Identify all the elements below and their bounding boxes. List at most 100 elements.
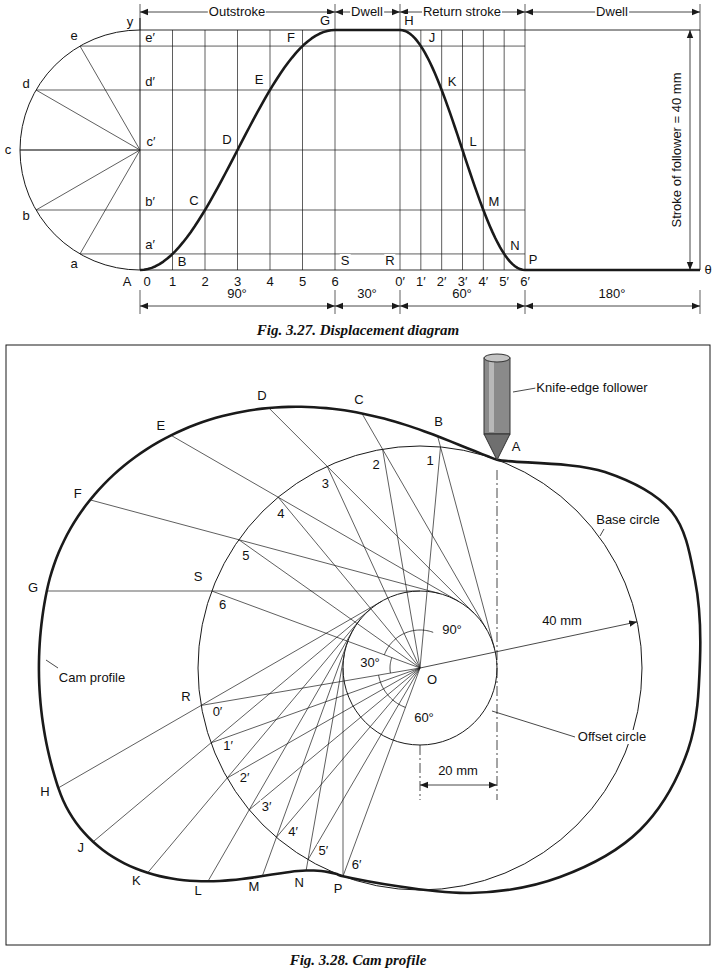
extension-line: [335, 4, 336, 30]
cam-profile-drawing: [6, 345, 710, 945]
division-number: 5′: [498, 275, 510, 289]
phase-label: Dwell: [595, 5, 629, 19]
point-label: C: [188, 194, 199, 208]
leader-line: [513, 388, 536, 392]
extension-line: [335, 290, 336, 314]
point-label: d′: [144, 75, 156, 89]
figure-caption: Fig. 3.27. Displacement diagram: [256, 322, 461, 339]
point-label: C: [353, 393, 364, 407]
point-label: F: [73, 487, 83, 501]
grid-line: [140, 210, 525, 211]
knife-edge-follower: [484, 354, 510, 460]
point-label: G: [319, 14, 331, 28]
dimension-line: [420, 622, 637, 668]
division-number: 1′: [222, 739, 234, 753]
follower-rod: [484, 358, 510, 434]
axis-label: y: [126, 15, 135, 29]
division-number: 1: [168, 275, 177, 289]
point-label: a′: [144, 238, 156, 252]
point-label: c′: [146, 135, 157, 149]
division-number: 6: [330, 275, 339, 289]
tangent-line: [93, 609, 370, 842]
division-number: 3: [321, 477, 330, 491]
point-label: a: [69, 257, 78, 271]
division-number: 4: [276, 507, 285, 521]
angle-arc: [390, 658, 392, 673]
point-label: e′: [144, 31, 156, 45]
point-label: L: [193, 884, 202, 898]
division-number: 2: [200, 275, 209, 289]
extension-line: [400, 290, 401, 314]
point-label: d: [21, 77, 30, 91]
base-circle: [198, 446, 642, 890]
angle-arc: [379, 675, 406, 707]
tangent-line: [362, 413, 487, 629]
grid-line: [140, 90, 525, 91]
semicircle-radius: [36, 90, 140, 150]
division-number: 6′: [519, 275, 531, 289]
point-label: b: [21, 209, 30, 223]
extension-line: [525, 290, 526, 314]
point-label: B: [433, 415, 444, 429]
tangent-line: [306, 655, 344, 871]
dimension-line: [400, 306, 525, 307]
phase-label: Dwell: [350, 5, 384, 19]
phase-label: Return stroke: [422, 5, 502, 19]
point-label: J: [76, 841, 85, 855]
division-number: 4: [265, 275, 274, 289]
dimension-line: [420, 785, 497, 786]
follower-axis: [497, 470, 498, 800]
grid-line: [140, 46, 525, 47]
division-number: 6: [218, 598, 227, 612]
division-number: 0: [142, 275, 151, 289]
extension-line: [700, 4, 701, 30]
dimension-line: [525, 306, 700, 307]
division-number: 2′: [239, 771, 251, 785]
cam-profile: [39, 407, 700, 893]
stroke-dimension: Stroke of follower = 40 mm: [670, 72, 684, 229]
projection-line: [80, 253, 140, 254]
division-number: 2: [372, 458, 381, 472]
phase-label: Outstroke: [208, 5, 266, 19]
angle-dimension: 180°: [598, 287, 627, 301]
part-label: Offset circle: [577, 730, 647, 744]
displacement-axis: [140, 18, 141, 270]
length-dimension: 20 mm: [437, 764, 479, 778]
division-number: 4′: [477, 275, 489, 289]
radial-line: [212, 591, 420, 668]
point-label: K: [131, 874, 142, 888]
point-label: e: [69, 29, 78, 43]
point-label: J: [428, 31, 437, 45]
tangent-line: [171, 435, 458, 601]
point-label: G: [27, 581, 39, 595]
division-number: 6′: [351, 858, 363, 872]
point-label: S: [193, 570, 204, 584]
point-label: D: [221, 133, 232, 147]
figure-caption: Fig. 3.28. Cam profile: [289, 952, 428, 969]
point-label: L: [468, 135, 477, 149]
point-label: M: [488, 195, 501, 209]
length-dimension: 40 mm: [541, 614, 583, 628]
point-label: R: [180, 690, 191, 704]
point-label: S: [340, 254, 351, 268]
angle-dimension: 60°: [413, 711, 435, 725]
radial-line: [343, 668, 420, 876]
radial-line: [420, 447, 440, 668]
division-number: 5: [241, 549, 250, 563]
point-label: K: [447, 75, 458, 89]
division-number: 4′: [287, 825, 299, 839]
division-number: 5′: [318, 844, 330, 858]
projection-line: [36, 210, 140, 211]
stroke-limit-line: [140, 30, 700, 31]
point-label: c: [4, 143, 13, 157]
leader-line: [492, 711, 575, 737]
tangent-line: [343, 668, 344, 876]
point-label: M: [247, 880, 260, 894]
point-label: P: [528, 253, 539, 267]
point-label: D: [256, 389, 267, 403]
radial-line: [227, 668, 420, 778]
division-number: 0′: [394, 275, 406, 289]
dimension-line: [140, 306, 335, 307]
tangent-line: [148, 619, 361, 873]
